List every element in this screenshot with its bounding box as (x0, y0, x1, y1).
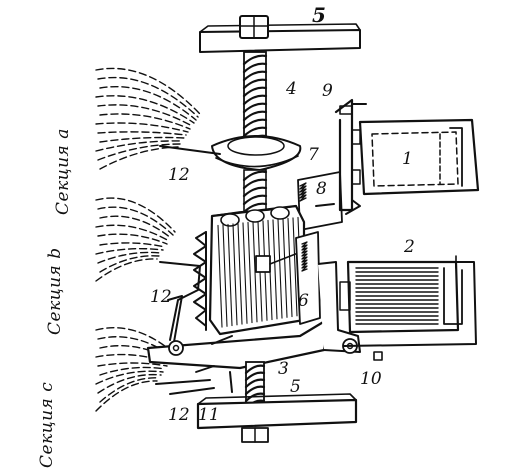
right-rack (295, 231, 321, 325)
callout-1: 1 (402, 149, 413, 169)
base-frame (146, 261, 361, 370)
core-rib (247, 221, 253, 324)
screw-rod (242, 51, 268, 146)
field-line (97, 206, 174, 236)
field-line (99, 146, 179, 170)
core-rib (292, 217, 298, 317)
field-line (99, 136, 185, 143)
top-crossbar (199, 15, 361, 53)
thread-line (242, 110, 268, 122)
callouts: 5 4 9 1 7 8 2 6 3 5 10 11 12 12 12 (150, 3, 415, 425)
thread-line (244, 378, 266, 389)
thread-line (242, 102, 268, 114)
field-line (95, 370, 164, 385)
core-rib (217, 224, 223, 328)
field-line (95, 258, 158, 282)
thread-line (242, 62, 268, 74)
thread-line (242, 202, 268, 214)
callout-4: 4 (285, 79, 297, 99)
field-line (99, 85, 197, 121)
nut-plate (211, 135, 302, 171)
field-line (99, 113, 191, 130)
core-rib (242, 222, 248, 324)
thread-line (242, 70, 268, 82)
field-line (95, 224, 170, 242)
field-line (95, 327, 176, 355)
core-block (208, 204, 317, 336)
core-rib (277, 218, 283, 319)
core-rib (287, 217, 293, 318)
callout-2: 2 (403, 237, 415, 257)
thread-line (242, 86, 268, 98)
field-line (97, 131, 187, 136)
relay-unit-1 (334, 98, 480, 215)
thread-line (242, 94, 268, 106)
left-levers (155, 145, 221, 395)
field-line (95, 122, 189, 133)
field-line (97, 373, 162, 394)
thread-line (244, 364, 266, 375)
callout-12-c: 12 (168, 405, 190, 425)
thread-line (242, 118, 268, 130)
core-rib (237, 222, 243, 325)
section-label-a: Секция a (53, 128, 73, 215)
field-line (99, 377, 160, 403)
callout-9: 9 (322, 81, 333, 101)
section-label-b: Секция b (45, 247, 65, 335)
callout-7: 7 (308, 145, 319, 165)
core-rib (272, 219, 278, 320)
core-rib (282, 218, 288, 318)
thread-line (242, 194, 268, 206)
core-rib (252, 221, 258, 323)
callout-8: 8 (316, 179, 327, 199)
thread-line (244, 371, 266, 382)
thread-line (244, 392, 266, 403)
thread-line (242, 54, 268, 66)
field-line (99, 255, 160, 273)
callout-6: 6 (298, 291, 309, 311)
field-line (97, 104, 193, 127)
field-line (99, 215, 172, 239)
core-rib (222, 224, 228, 327)
field-line (97, 233, 168, 245)
field-line (99, 366, 166, 376)
callout-5-bottom: 5 (290, 377, 301, 397)
field-line (95, 197, 176, 233)
thread-line (242, 78, 268, 90)
field-line (95, 95, 195, 124)
relay-unit-2 (339, 255, 477, 347)
field-line (97, 251, 162, 264)
thread-line (242, 126, 268, 138)
field-line (95, 140, 183, 152)
field-line (97, 362, 168, 367)
thread-line (242, 178, 268, 190)
field-line (95, 247, 164, 255)
thread-line (244, 385, 266, 396)
callout-3: 3 (278, 359, 289, 379)
core-rib (232, 223, 238, 326)
field-line (95, 67, 201, 115)
callout-10: 10 (360, 369, 382, 389)
section-label-c: Секция c (37, 382, 57, 468)
thread-line (242, 186, 268, 198)
left-rack (193, 231, 207, 331)
field-line (97, 76, 199, 118)
thread-line (242, 170, 268, 182)
bottom-plate (196, 393, 358, 443)
lower-shaft (244, 361, 266, 410)
field-line (95, 380, 158, 412)
callout-11: 11 (198, 405, 220, 425)
core-rib (227, 223, 233, 327)
callout-5-top: 5 (312, 3, 326, 27)
callout-12-b: 12 (150, 287, 172, 307)
contact-pieces (195, 351, 383, 393)
callout-12-a: 12 (168, 165, 190, 185)
field-line (99, 242, 166, 248)
